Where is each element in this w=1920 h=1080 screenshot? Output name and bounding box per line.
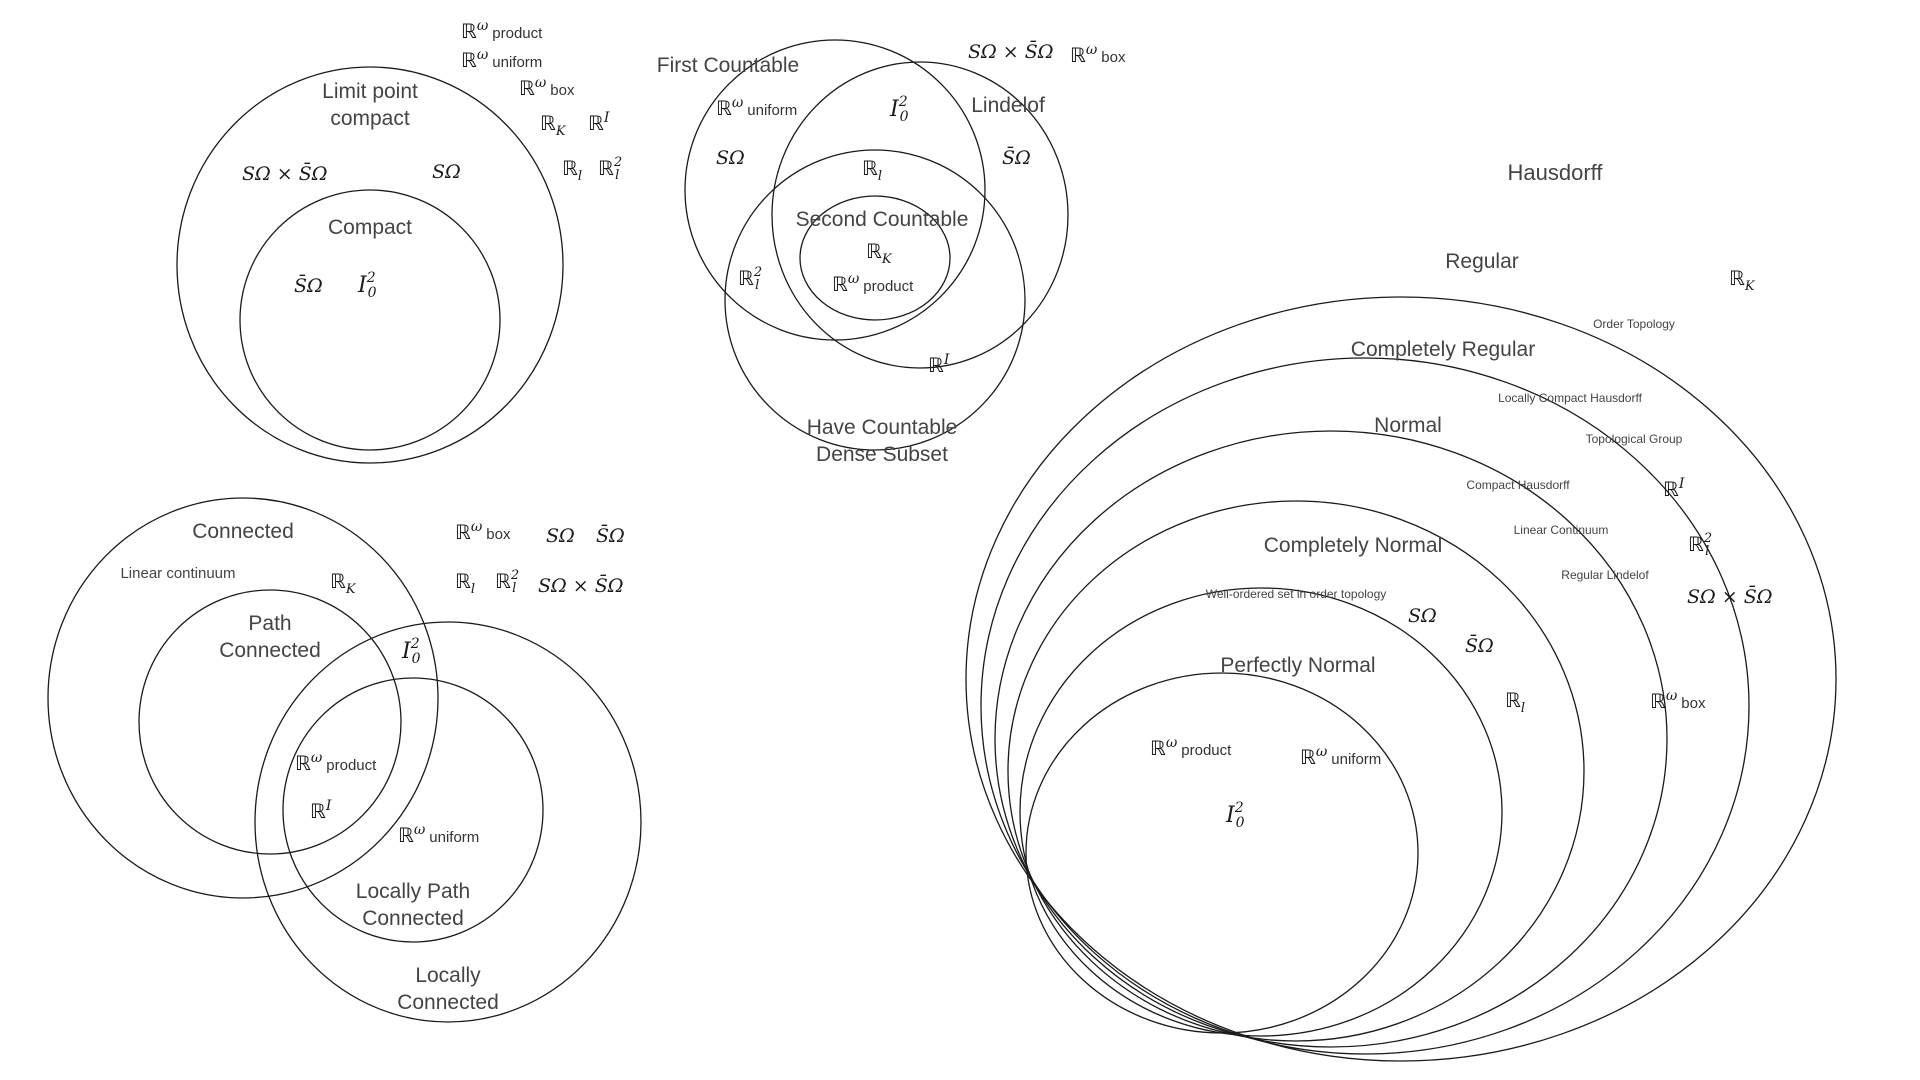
s-omega-times-bar-item: SΩ × S̄Ω [1687,585,1773,608]
s-omega-item: SΩ [1408,605,1437,627]
locally-path-connected-circle [282,677,544,943]
locally-connected-label: Locally [415,964,481,987]
compact-hausdorff-note: Compact Hausdorff [1466,478,1570,492]
s-omega-bar-item: S̄Ω [1465,634,1494,657]
second-countable-label: Second Countable [796,208,969,231]
completely-regular-label: Completely Regular [1351,338,1535,361]
r-l-item: ℝl [562,156,582,184]
linear-continuum-note: Linear Continuum [1514,523,1609,537]
dense-subset-label: Have Countable [807,416,958,439]
path-connected-circle [138,589,402,855]
limit-point-compact-circle [176,66,564,464]
locally-connected-label-2: Connected [397,991,499,1014]
r-k-item: ℝK [540,111,567,139]
connected-label: Connected [192,520,294,543]
s-omega-times-bar-item: SΩ × S̄Ω [538,574,624,597]
s-omega-times-bar-item: SΩ × S̄Ω [242,162,328,185]
s-omega-item: SΩ [432,161,461,183]
locally-path-connected-label-2: Connected [362,907,464,930]
perfectly-normal-label: Perfectly Normal [1220,654,1375,677]
second-countable-circle [799,195,951,321]
completely-normal-label: Completely Normal [1264,534,1443,557]
r-k-item: ℝK [866,239,893,267]
linear-continuum-label: Linear continuum [120,565,235,582]
locally-compact-hausdorff-note: Locally Compact Hausdorff [1498,391,1643,405]
separation-diagram: Hausdorff Regular Completely Regular Nor… [965,160,1837,1062]
perfectly-normal-ellipse [1025,672,1419,1034]
normal-label: Normal [1374,414,1442,437]
r-k-item: ℝK [330,569,357,597]
limit-point-compact-label-2: compact [330,107,410,130]
regular-label: Regular [1445,250,1519,273]
r-l-item: ℝl [1505,688,1525,716]
r-i-item: ℝI [588,110,610,135]
s-omega-bar-item: S̄Ω [294,274,323,297]
connectedness-diagram: Connected Linear continuum Path Connecte… [47,497,642,1023]
hausdorff-ellipse [965,296,1837,1062]
s-omega-bar-item: S̄Ω [1002,146,1031,169]
locally-path-connected-label: Locally Path [356,880,470,903]
s-omega-item: SΩ [716,147,745,169]
topological-group-note: Topological Group [1586,432,1683,446]
regular-lindelof-note: Regular Lindelof [1561,568,1649,582]
limit-point-compact-label: Limit point [322,80,418,103]
lindelof-label: Lindelof [971,94,1045,117]
completely-normal-ellipse [1019,587,1503,1037]
order-topology-note: Order Topology [1593,317,1675,331]
s-omega-item: SΩ [546,525,575,547]
normal-ellipse [1007,500,1585,1042]
s-omega-bar-item: S̄Ω [596,524,625,547]
connected-circle [47,497,439,899]
r-l-item: ℝl [455,569,475,597]
dense-subset-circle [724,149,1026,451]
well-ordered-note: Well-ordered set in order topology [1206,587,1387,601]
compact-circle [239,189,501,451]
path-connected-label: Path [248,612,291,635]
r-i-item: ℝI [928,352,950,377]
countability-diagram: First Countable Lindelof Second Countabl… [657,39,1126,466]
r-k-item: ℝK [1729,266,1756,294]
completely-regular-ellipse [994,430,1668,1048]
lindelof-circle [771,61,1069,369]
r-i-item: ℝI [310,798,332,823]
r-i-item: ℝI [1663,476,1685,501]
locally-connected-circle [254,621,642,1023]
r-l-item: ℝl [862,156,882,184]
dense-subset-label-2: Dense Subset [816,443,948,466]
s-omega-times-bar-item: SΩ × S̄Ω [968,40,1054,63]
first-countable-label: First Countable [657,54,799,77]
path-connected-label-2: Connected [219,639,321,662]
regular-ellipse [980,357,1750,1055]
hausdorff-label: Hausdorff [1508,160,1604,185]
compact-label: Compact [328,216,412,239]
